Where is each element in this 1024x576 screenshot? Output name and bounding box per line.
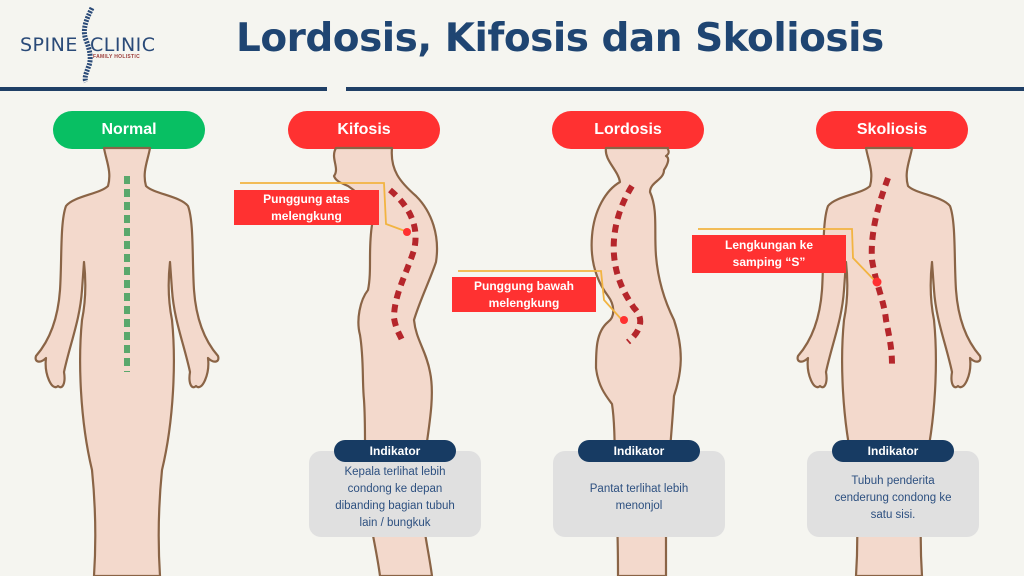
indicator-lordosis-line: menonjol [615, 500, 663, 512]
indicator-box-skoliosis: Tubuh penderita cenderung condong ke sat… [807, 451, 979, 537]
logo-word-clinic: CLINIC [90, 34, 156, 56]
indicator-badge-lordosis: Indikator [578, 440, 700, 462]
callout-skoliosis-line1: Lengkungan ke [724, 238, 813, 252]
logo-subtitle: FAMILY HOLISTIC [93, 54, 141, 60]
indicator-badge-skoliosis: Indikator [832, 440, 954, 462]
indicator-box-kifosis: Kepala terlihat lebih condong ke depan d… [309, 451, 481, 537]
kifosis-spine [388, 187, 419, 342]
label-lordosis: Lordosis [552, 111, 704, 149]
callout-kifosis-line1: Punggung atas [263, 191, 350, 206]
indicator-skoliosis-line: satu sisi. [870, 508, 916, 521]
indicator-skoliosis-line: Tubuh penderita [851, 474, 935, 487]
spine-logo-icon [81, 6, 95, 84]
indicator-lordosis-line: Pantat terlihat lebih [589, 483, 689, 495]
logo-word-spine: SPINE [20, 34, 78, 56]
indicator-skoliosis-line: cenderung condong ke [834, 491, 952, 504]
callout-kifosis-line2: melengkung [271, 208, 342, 223]
indicator-box-lordosis: Pantat terlihat lebih menonjol [553, 451, 725, 537]
label-normal: Normal [53, 111, 205, 149]
indicator-badge-kifosis: Indikator [334, 440, 456, 462]
callout-lordosis-line2: melengkung [488, 295, 560, 310]
callout-lordosis: Punggung bawah melengkung [452, 277, 596, 312]
header-rule-right [346, 87, 1024, 91]
page-title: Lordosis, Kifosis dan Skoliosis [236, 16, 884, 61]
indicator-kifosis-line: lain / bungkuk [359, 517, 431, 529]
callout-lordosis-line1: Punggung bawah [474, 278, 574, 293]
label-kifosis: Kifosis [288, 111, 440, 149]
header-rule-left [0, 87, 327, 91]
spine-clinic-logo: SPINE CLINIC FAMILY HOLISTIC [20, 4, 155, 84]
callout-kifosis: Punggung atas melengkung [234, 190, 379, 225]
indicator-kifosis-line: condong ke depan [347, 483, 443, 495]
callout-skoliosis: Lengkungan ke samping “S” [692, 235, 846, 273]
skoliosis-spine [868, 176, 895, 366]
callout-skoliosis-line2: samping “S” [732, 255, 806, 269]
indicator-kifosis-line: dibanding bagian tubuh [335, 500, 455, 512]
indicator-kifosis-line: Kepala terlihat lebih [344, 466, 446, 478]
label-skoliosis: Skoliosis [816, 111, 968, 149]
